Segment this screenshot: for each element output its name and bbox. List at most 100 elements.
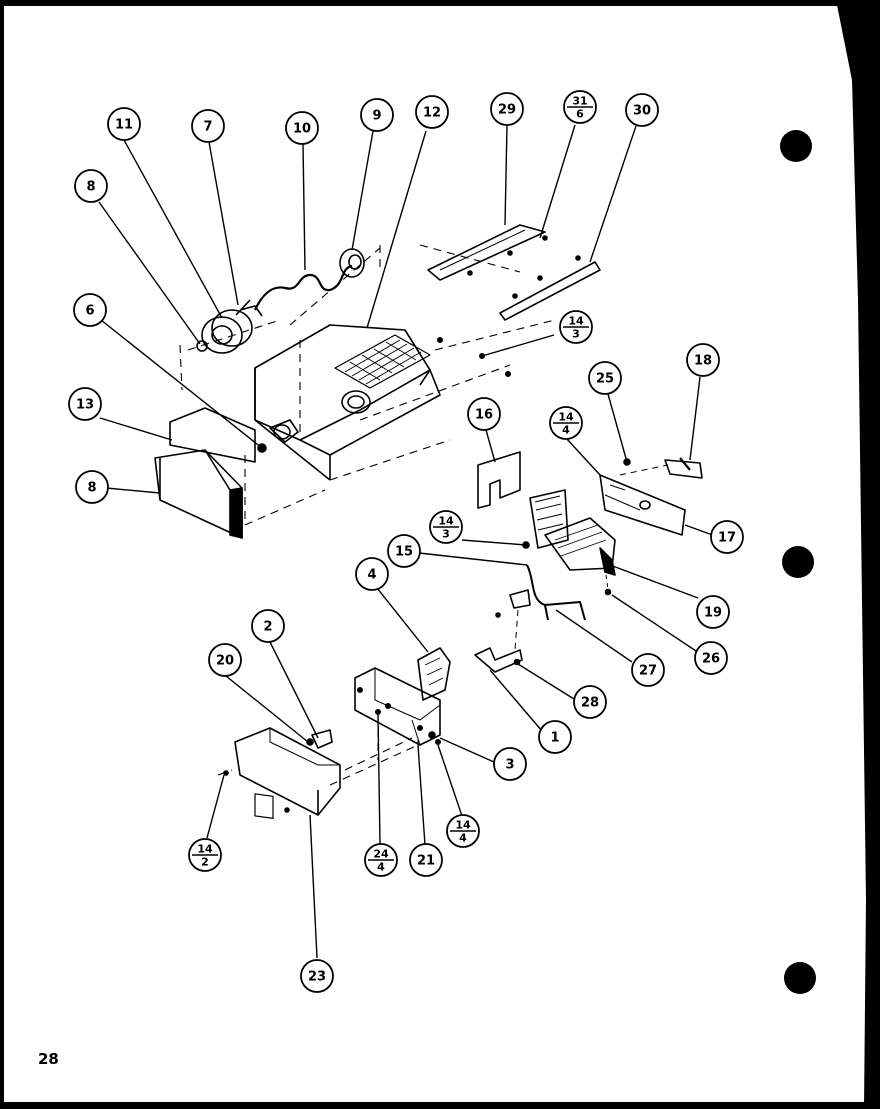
callout-25: 25: [588, 361, 622, 395]
callout-circle: [68, 387, 102, 421]
callout-label-top: 24: [373, 848, 389, 861]
callout-13: 13: [68, 387, 102, 421]
callout-label: 8: [87, 481, 96, 496]
callout-7: 7: [191, 109, 225, 143]
callout-label: 15: [395, 545, 413, 560]
callout-circle: [467, 397, 501, 431]
callout-14-over-4: 144: [549, 406, 583, 440]
callout-label-bottom: 3: [442, 528, 450, 541]
callout-28: 28: [573, 685, 607, 719]
callout-9: 9: [360, 98, 394, 132]
callout-label: 4: [367, 568, 376, 583]
callout-4: 4: [355, 557, 389, 591]
callout-circle: [625, 93, 659, 127]
callout-label: 16: [475, 408, 493, 423]
crusher-grid: [334, 334, 431, 414]
callout-14-over-3: 143: [559, 310, 593, 344]
callout-label: 10: [293, 122, 311, 137]
callout-15: 15: [387, 534, 421, 568]
callout-circle: [573, 685, 607, 719]
callout-label-bottom: 2: [201, 856, 209, 869]
callout-12: 12: [415, 95, 449, 129]
callout-label: 19: [704, 606, 722, 621]
callout-29: 29: [490, 92, 524, 126]
page-number: 28: [38, 1050, 59, 1068]
callout-circle: [73, 293, 107, 327]
callout-label: 20: [216, 654, 234, 669]
callout-label: 7: [203, 120, 212, 135]
callout-6: 6: [73, 293, 107, 327]
icemaker-assembly: [477, 451, 703, 596]
callout-circle: [538, 720, 572, 754]
auger-motor: [196, 299, 263, 354]
callout-label-top: 14: [438, 515, 454, 528]
callout-label: 21: [417, 854, 435, 869]
shaft-fitting: [257, 419, 299, 453]
binder-hole: [784, 962, 816, 994]
callout-18: 18: [686, 343, 720, 377]
callout-1: 1: [538, 720, 572, 754]
ice-bucket-assembly: [254, 324, 441, 481]
callout-circle: [208, 643, 242, 677]
callout-3: 3: [493, 747, 527, 781]
callout-21: 21: [409, 843, 443, 877]
callout-label: 13: [76, 398, 94, 413]
water-tube-and-wire: [474, 564, 586, 673]
callout-label: 6: [85, 304, 94, 319]
callout-label: 29: [498, 103, 516, 118]
callout-label: 27: [639, 664, 657, 679]
callout-27: 27: [631, 653, 665, 687]
callout-label: 26: [702, 652, 720, 667]
callout-label: 18: [694, 354, 712, 369]
callout-26: 26: [694, 641, 728, 675]
callout-label-bottom: 3: [572, 328, 580, 341]
callout-circle: [588, 361, 622, 395]
callout-20: 20: [208, 643, 242, 677]
callout-label-bottom: 6: [576, 108, 584, 121]
callout-16: 16: [467, 397, 501, 431]
callout-23: 23: [300, 959, 334, 993]
clip: [311, 729, 333, 749]
callout-label: 23: [308, 970, 326, 985]
callout-label: 1: [550, 731, 559, 746]
callout-label-bottom: 4: [562, 424, 570, 437]
motor-mount-bracket: [354, 647, 451, 746]
callout-10: 10: [285, 111, 319, 145]
callout-17: 17: [710, 520, 744, 554]
callout-circle: [355, 557, 389, 591]
callout-label-bottom: 4: [377, 861, 385, 874]
callout-8: 8: [75, 470, 109, 504]
callout-circle: [387, 534, 421, 568]
callout-circle: [415, 95, 449, 129]
callout-circle: [360, 98, 394, 132]
callout-30: 30: [625, 93, 659, 127]
callout-label-top: 14: [455, 819, 471, 832]
callout-circle: [490, 92, 524, 126]
callout-circle: [696, 595, 730, 629]
callout-label: 3: [505, 758, 514, 773]
callout-circle: [107, 107, 141, 141]
callout-label: 12: [423, 106, 441, 121]
callout-14-over-4: 144: [446, 814, 480, 848]
callout-label: 2: [263, 620, 272, 635]
callout-circle: [631, 653, 665, 687]
callout-8: 8: [74, 169, 108, 203]
front-panel-and-door: [154, 407, 256, 539]
callout-label: 17: [718, 531, 736, 546]
callout-label: 8: [86, 180, 95, 195]
callout-24-over-4: 244: [364, 843, 398, 877]
callout-19: 19: [696, 595, 730, 629]
callout-circle: [710, 520, 744, 554]
callout-31-over-6: 316: [563, 90, 597, 124]
motor-cover: [223, 727, 341, 819]
binder-hole: [782, 546, 814, 578]
callout-circle: [191, 109, 225, 143]
callout-11: 11: [107, 107, 141, 141]
callout-circle: [300, 959, 334, 993]
callout-2: 2: [251, 609, 285, 643]
callout-circle: [493, 747, 527, 781]
mounting-rails: [427, 224, 601, 321]
auger-spring: [254, 264, 353, 311]
